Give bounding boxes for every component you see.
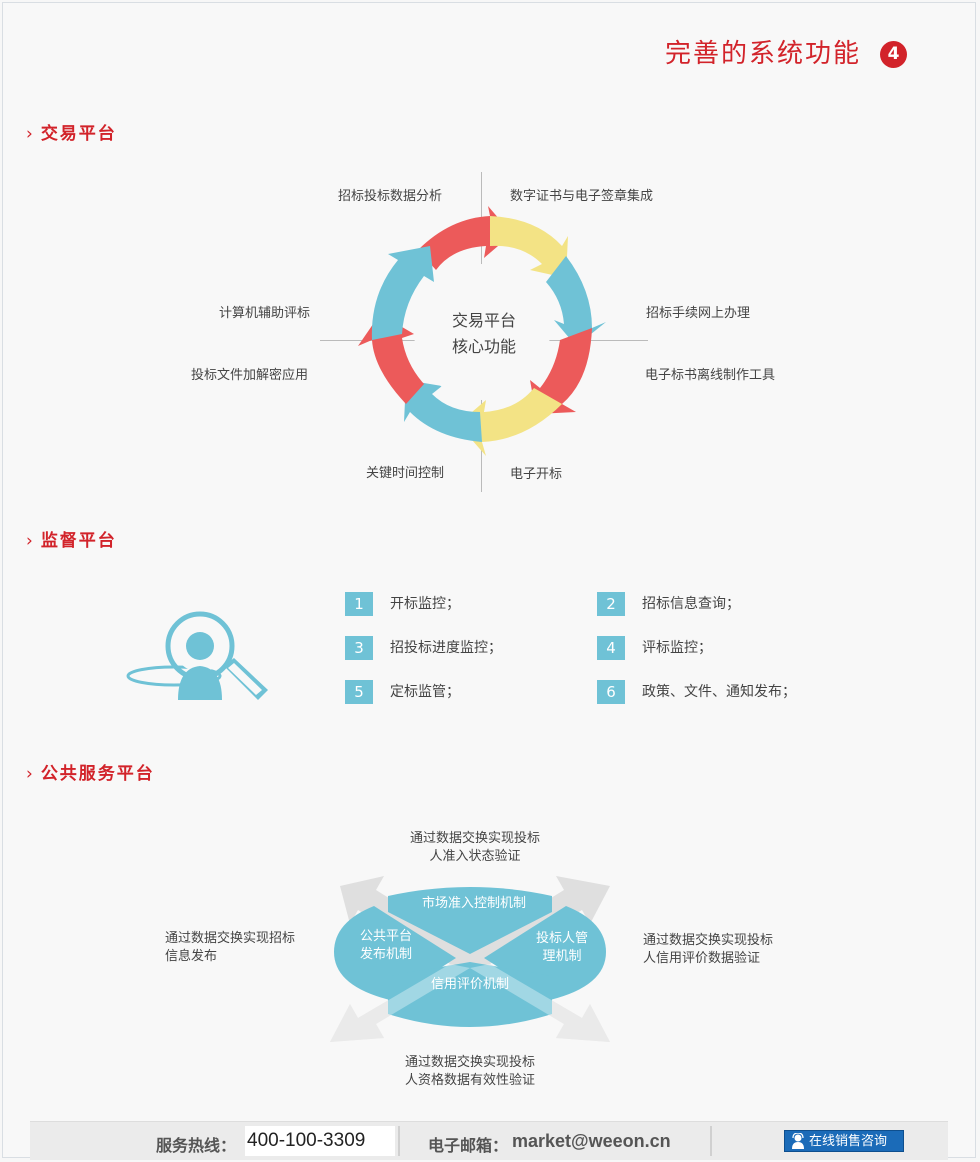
trading-center-line2: 核心功能 [451, 337, 516, 356]
cycle-label-bottom-left: 关键时间控制 [366, 466, 445, 481]
monitor-item-text: 定标监管； [390, 684, 460, 700]
chevron-right-icon: › [26, 124, 35, 144]
hotline-number[interactable]: 400-100-3309 [245, 1126, 395, 1156]
cycle-label-top-right: 数字证书与电子签章集成 [510, 189, 654, 204]
cycle-label-right-lower: 电子标书离线制作工具 [645, 368, 776, 383]
cycle-arrow-blue-right [546, 256, 606, 346]
monitor-item-text: 开标监控； [390, 596, 460, 612]
public-label-right: 通过数据交换实现投标 人信用评价数据验证 [643, 933, 774, 966]
cycle-arrow-red-right [530, 328, 592, 414]
cycle-arrow-blue-bottom [404, 380, 482, 442]
monitor-item-text: 招投标进度监控； [390, 640, 502, 656]
monitor-item-text: 评标监控； [642, 640, 712, 656]
monitor-item-number: 3 [345, 636, 373, 660]
section-heading-trading: ›交易平台 [26, 122, 117, 146]
section-heading-public: ›公共服务平台 [26, 762, 155, 786]
cycle-label-top-left: 招标投标数据分析 [338, 189, 443, 204]
chevron-right-icon: › [26, 531, 35, 551]
cycle-arrow-red-top [418, 206, 512, 270]
trading-center-line1: 交易平台 [451, 311, 516, 330]
page-title: 完善的系统功能 [665, 39, 862, 69]
public-label-bottom: 通过数据交换实现投标 人资格数据有效性验证 [404, 1055, 535, 1088]
cycle-label-right-upper: 招标手续网上办理 [646, 306, 751, 321]
cycle-label-left-upper: 计算机辅助评标 [219, 306, 311, 321]
title-badge: 4 [880, 41, 907, 68]
email-link[interactable]: market@weeon.cn [512, 1131, 671, 1151]
monitor-item-text: 招标信息查询； [642, 596, 740, 612]
footer-divider [710, 1126, 712, 1156]
online-consult-label: 在线销售咨询 [809, 1134, 888, 1149]
trading-cycle-diagram [358, 206, 606, 456]
section-heading-supervision-text: 监督平台 [40, 531, 117, 551]
online-consult-button[interactable]: 在线销售咨询 [784, 1130, 904, 1152]
magnifier-user-icon [126, 611, 268, 700]
monitor-item-number: 5 [345, 680, 373, 704]
monitor-item-number: 4 [597, 636, 625, 660]
section-heading-trading-text: 交易平台 [40, 124, 117, 144]
cycle-label-bottom-right: 电子开标 [510, 467, 563, 482]
hotline-label: 服务热线： [156, 1136, 237, 1155]
segment-top-text: 市场准入控制机制 [421, 896, 526, 911]
cycle-arrow-yellow-bottom [458, 388, 562, 456]
footer-bar: 服务热线： 400-100-3309 电子邮箱： market@weeon.cn… [30, 1121, 948, 1160]
monitor-item-number: 2 [597, 592, 625, 616]
cycle-arrow-blue-left [371, 246, 434, 340]
chevron-right-icon: › [26, 764, 35, 784]
section-heading-supervision: ›监督平台 [26, 529, 117, 553]
public-service-diagram [330, 876, 610, 1042]
headset-person-icon [792, 1133, 804, 1149]
segment-left-text: 公共平台 发布机制 [359, 929, 412, 962]
cycle-center-disc [414, 264, 550, 400]
public-label-left: 通过数据交换实现招标 信息发布 [165, 931, 296, 964]
email-label: 电子邮箱： [428, 1136, 509, 1155]
segment-bottom-text: 信用评价机制 [430, 977, 509, 992]
monitor-item-number: 6 [597, 680, 625, 704]
segment-right-text: 投标人管 理机制 [535, 931, 588, 964]
monitor-item-text: 政策、文件、通知发布； [642, 684, 796, 700]
footer-divider [398, 1126, 400, 1156]
monitor-item-number: 1 [345, 592, 373, 616]
cycle-arrow-yellow-top [490, 216, 568, 278]
section-heading-public-text: 公共服务平台 [40, 764, 155, 784]
cycle-label-left-lower: 投标文件加解密应用 [191, 368, 309, 383]
trading-center-text: 交易平台 核心功能 [428, 308, 540, 360]
public-label-top: 通过数据交换实现投标 人准入状态验证 [409, 831, 540, 864]
